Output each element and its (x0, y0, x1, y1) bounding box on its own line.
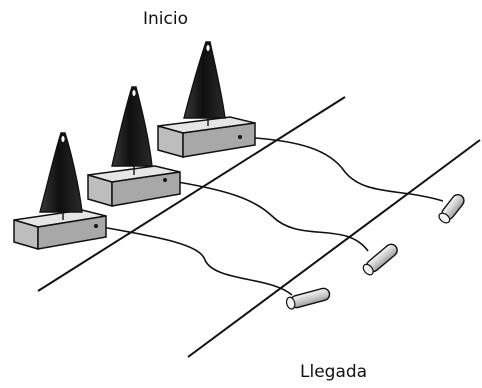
boat-middle (87, 86, 181, 207)
start-label: Inicio (143, 9, 188, 29)
finish-label: Llegada (300, 362, 368, 382)
boat-front (13, 132, 107, 250)
buoy-middle (362, 243, 398, 276)
finish-line (187, 139, 481, 358)
boat-back (157, 41, 256, 158)
buoy-bottom (285, 287, 331, 310)
buoy-top (438, 193, 465, 224)
tether-top (239, 136, 444, 202)
tether-middle (164, 179, 369, 252)
tether-bottom (95, 225, 293, 296)
start-line (37, 96, 346, 292)
